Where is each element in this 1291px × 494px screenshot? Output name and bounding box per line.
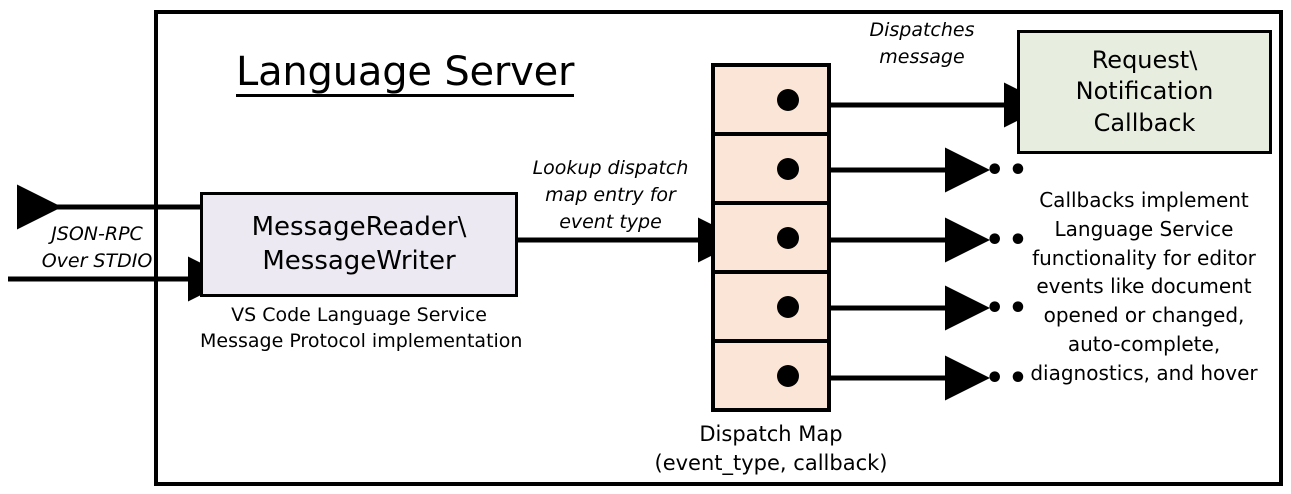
filled-dot-icon <box>777 295 799 318</box>
lookup-edge-line-3: event type <box>559 210 662 233</box>
reader-writer-line-1: MessageReader\ <box>251 212 467 243</box>
filled-dot-icon <box>777 88 799 111</box>
callback-caption-line-4: events like document <box>1036 274 1252 299</box>
reader-writer-caption: VS Code Language Service Message Protoco… <box>200 303 523 355</box>
filled-dot-icon <box>777 226 799 249</box>
dispatch-map-caption-line-2: (event_type, callback) <box>654 450 888 475</box>
filled-dot-icon <box>777 157 799 180</box>
callback-caption-line-1: Callbacks implement <box>1039 188 1249 212</box>
callback-caption-line-5: opened or changed, <box>1043 303 1245 328</box>
message-reader-writer-node[interactable]: MessageReader\ MessageWriter <box>200 192 518 297</box>
lookup-edge-line-2: map entry for <box>545 183 676 206</box>
table-row[interactable] <box>715 274 827 343</box>
ellipsis-row-3: ••• <box>962 223 1032 258</box>
page-title: Language Server <box>236 49 575 97</box>
table-row[interactable] <box>715 67 827 136</box>
reader-writer-caption-line-2: Message Protocol implementation <box>200 329 523 352</box>
dispatch-map-caption: Dispatch Map (event_type, callback) <box>641 420 901 478</box>
table-row[interactable] <box>715 205 827 274</box>
callback-line-1: Request\ <box>1091 46 1198 75</box>
dispatch-edge-line-1: Dispatches <box>869 19 975 41</box>
callback-line-3: Callback <box>1093 108 1196 137</box>
dispatch-map-table[interactable] <box>711 63 831 412</box>
table-row[interactable] <box>715 343 827 408</box>
ellipsis-row-4: ••• <box>962 291 1032 326</box>
reader-writer-caption-line-1: VS Code Language Service <box>231 304 487 326</box>
callback-line-2: Notification <box>1075 77 1214 106</box>
callback-caption-line-3: functionality for editor <box>1032 245 1256 270</box>
callback-caption: Callbacks implement Language Service fun… <box>1008 186 1280 388</box>
filled-dot-icon <box>777 364 799 387</box>
request-notification-callback-node[interactable]: Request\ Notification Callback <box>1017 30 1272 154</box>
dispatch-map-caption-line-1: Dispatch Map <box>699 422 843 446</box>
protocol-label-line-1: JSON-RPC <box>51 223 143 245</box>
callback-caption-line-2: Language Service <box>1054 216 1234 241</box>
language-server-container <box>154 10 1283 486</box>
ellipsis-row-2: ••• <box>962 153 1032 188</box>
dispatch-edge-line-2: message <box>879 45 965 68</box>
callback-caption-line-6: auto-complete, <box>1067 331 1221 356</box>
dispatch-edge-label: Dispatches message <box>832 17 1012 71</box>
lookup-edge-label: Lookup dispatch map entry for event type <box>518 155 703 236</box>
lookup-edge-line-1: Lookup dispatch <box>532 157 689 179</box>
table-row[interactable] <box>715 136 827 205</box>
callback-caption-line-7: diagnostics, and hover <box>1030 360 1258 385</box>
protocol-label: JSON-RPC Over STDIO <box>32 221 162 274</box>
ellipsis-row-5: ••• <box>962 361 1032 396</box>
reader-writer-line-2: MessageWriter <box>262 245 456 276</box>
protocol-label-line-2: Over STDIO <box>41 249 153 272</box>
